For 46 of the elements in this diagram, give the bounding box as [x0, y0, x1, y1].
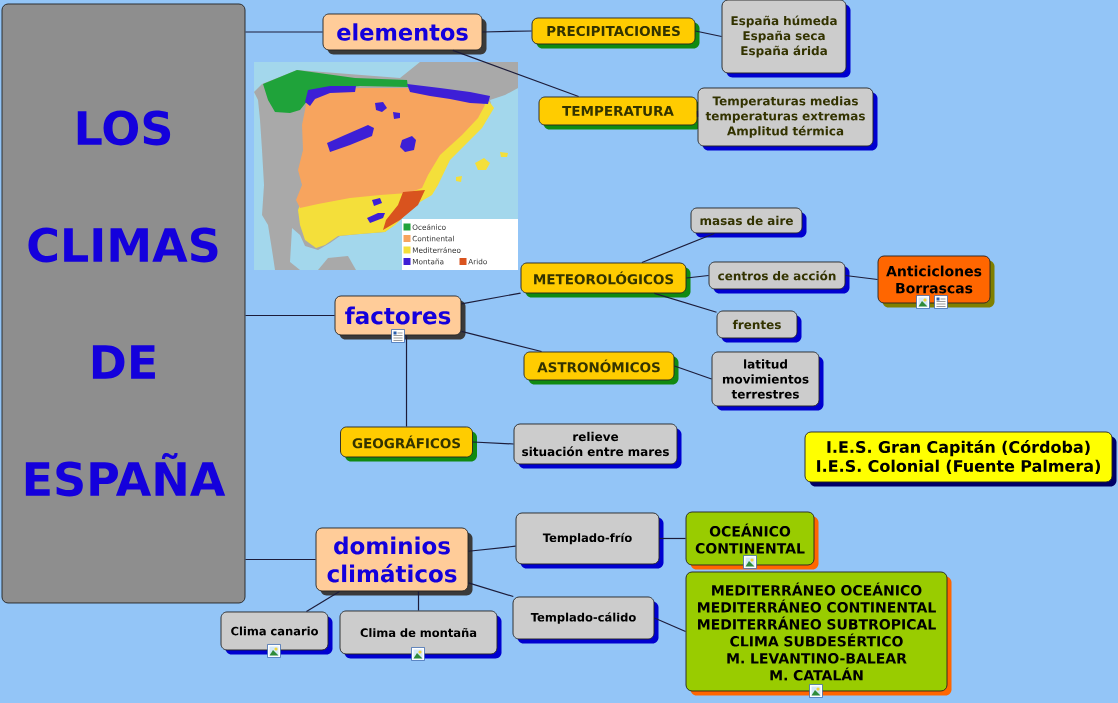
- category-box: METEOROLÓGICOS: [520, 262, 691, 298]
- detail-box: Clima de montaña: [339, 610, 502, 659]
- detail-box: centros de acción: [708, 261, 850, 294]
- detail-box: Templado-frío: [515, 512, 664, 569]
- connector-line: [305, 590, 341, 613]
- category-box: ASTRONÓMICOS: [523, 351, 679, 385]
- detail-box: latitud movimientos terrestres: [711, 351, 824, 411]
- topic-box: elementos: [322, 13, 487, 55]
- connector-line: [844, 274, 879, 281]
- connector-line: [452, 49, 580, 98]
- category-box: GEOGRÁFICOS: [340, 426, 477, 462]
- connector-line: [244, 31, 324, 33]
- connector-line: [653, 617, 687, 633]
- detail-box: masas de aire: [690, 207, 807, 238]
- connector-line: [405, 334, 408, 428]
- connector-line: [460, 292, 522, 305]
- detail-box: frentes: [716, 310, 802, 343]
- detail-box: relieve situación entre mares: [513, 423, 682, 469]
- connector-line: [658, 537, 687, 540]
- connector-line: [641, 232, 715, 264]
- topic-box: factores: [334, 295, 466, 340]
- detail-box: España húmeda España seca España árida: [721, 0, 851, 78]
- climate-box: MEDITERRÁNEO OCEÁNICO MEDITERRÁNEO CONTINENTAL MEDITERRÁNEO SUBTROPICAL CLIMA SUBDESÉRTICO M. LEVANTINO-BALEAR M. CATALÁN: [685, 571, 952, 696]
- connector-line: [653, 292, 718, 313]
- topic-box: dominios climáticos: [315, 527, 473, 596]
- connector-line: [673, 365, 713, 380]
- connector-line: [244, 314, 336, 317]
- category-box: PRECIPITACIONES: [531, 17, 700, 49]
- connector-line: [694, 30, 723, 38]
- title-box: LOS CLIMAS DE ESPAÑA: [1, 3, 246, 604]
- note-box: I.E.S. Gran Capitán (Córdoba) I.E.S. Colonial (Fuente Palmera): [804, 431, 1117, 487]
- connector-line: [685, 274, 710, 279]
- connector-line: [417, 590, 420, 612]
- connector-line: [472, 441, 515, 445]
- connector-line: [467, 582, 514, 598]
- connector-line: [467, 545, 517, 552]
- detail-box: Temperaturas medias temperaturas extremas Amplitud térmica: [697, 87, 878, 151]
- detail-box: Anticiclones Borrascas: [877, 255, 995, 308]
- connector-line: [696, 110, 699, 118]
- detail-box: Templado-cálido: [512, 596, 659, 644]
- detail-box: Clima canario: [220, 611, 333, 655]
- connector-line: [481, 30, 533, 33]
- climate-box: OCEÁNICO CONTINENTAL: [685, 511, 819, 570]
- category-box: TEMPERATURA: [538, 96, 702, 130]
- connector-line: [244, 558, 317, 561]
- connector-line: [460, 330, 543, 353]
